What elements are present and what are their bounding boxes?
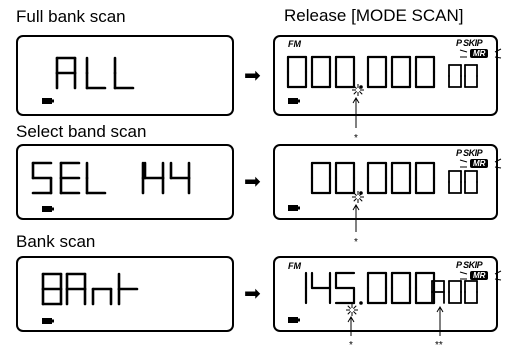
left-lcd-panel-sel144 [16,144,234,220]
lcd-digit [310,161,332,195]
lcd-letter [65,272,87,306]
battery-icon [288,98,298,104]
mr-badge: MR [470,159,489,168]
lcd-letter [91,287,113,306]
lcd-digit [390,271,412,305]
sparkle-icon [353,192,357,196]
indicator-tick [459,159,468,163]
lcd-letter [41,272,63,306]
lcd-digit [334,161,356,195]
battery-icon [52,319,54,323]
battery-icon [42,206,52,212]
sparkle-icon [359,91,363,95]
sparkle-icon [353,305,357,309]
pointer-arrowhead [352,97,360,104]
lcd-letter [59,161,81,195]
battery-icon [298,318,300,322]
sparkle-icon [359,192,363,196]
select-band-scan-title: Select band scan [16,122,147,141]
bank-scan-title: Bank scan [16,232,96,251]
bank-digit [464,280,478,304]
decimal-point [359,301,363,305]
battery-icon [298,99,300,103]
lcd-digit [310,271,332,305]
battery-icon [42,98,52,104]
indicator-tick [494,48,502,53]
indicator-tick [494,270,502,275]
mr-badge: MR [470,49,489,58]
lcd-digit [334,55,356,89]
star-marker: * [354,133,358,144]
lcd-letter [85,161,107,195]
battery-icon [288,317,298,323]
sparkle-icon [347,311,351,315]
lcd-digit [414,161,436,195]
indicator-tick [459,271,468,275]
lcd-digit [390,55,412,89]
bank-digit [448,280,462,304]
sparkle-icon [353,91,357,95]
lcd-letter [117,272,139,306]
star-marker: * [354,237,358,248]
fm-indicator: FM [288,261,301,271]
sparkle-icon [359,198,363,202]
indicator-tick [494,166,502,169]
lcd-digit [414,55,436,89]
arrow-right-icon: ➡ [244,283,261,305]
indicator-tick [494,158,502,163]
battery-icon [52,99,54,103]
sparkle-icon [359,85,363,89]
pointer-arrowhead [347,316,355,323]
bank-digit [448,170,462,194]
lcd-digit [390,161,412,195]
arrow-right-icon: ➡ [244,65,261,87]
sparkle-icon [347,305,351,309]
p-skip-indicator: P SKIP [456,148,483,158]
fm-indicator: FM [288,39,301,49]
battery-icon [52,207,54,211]
battery-icon [298,206,300,210]
bank-letter [431,280,445,304]
lcd-letter [143,161,165,195]
lcd-letter [85,56,107,90]
lcd-letter [113,56,135,90]
lcd-digit [366,271,388,305]
release-mode-scan-title: Release [MODE SCAN] [284,6,464,25]
battery-icon [42,318,52,324]
bank-digit [464,64,478,88]
lcd-letter [169,161,191,195]
sparkle-icon [353,198,357,202]
indicator-tick [459,49,468,53]
decimal-point [359,191,363,195]
lcd-digit [334,271,356,305]
lcd-letter [55,56,77,90]
lcd-digit [286,55,308,89]
p-skip-indicator: P SKIP [456,260,483,270]
sparkle-icon [353,85,357,89]
bank-digit [448,64,462,88]
left-lcd-panel-bank [16,256,234,332]
p-skip-indicator: P SKIP [456,38,483,48]
star-marker: * [349,340,353,351]
indicator-tick [494,278,502,281]
left-lcd-panel-all [16,35,234,116]
lcd-letter [31,161,53,195]
bank-digit [464,170,478,194]
battery-icon [288,205,298,211]
pointer-arrowhead [352,204,360,211]
double-star-marker: ** [435,340,443,351]
indicator-tick [494,56,502,59]
lcd-digit [310,55,332,89]
sparkle-icon [353,311,357,315]
full-bank-scan-title: Full bank scan [16,7,126,26]
lcd-digit [366,161,388,195]
lcd-digit [366,55,388,89]
arrow-right-icon: ➡ [244,171,261,193]
pointer-arrowhead [436,306,444,313]
mr-badge: MR [470,271,489,280]
